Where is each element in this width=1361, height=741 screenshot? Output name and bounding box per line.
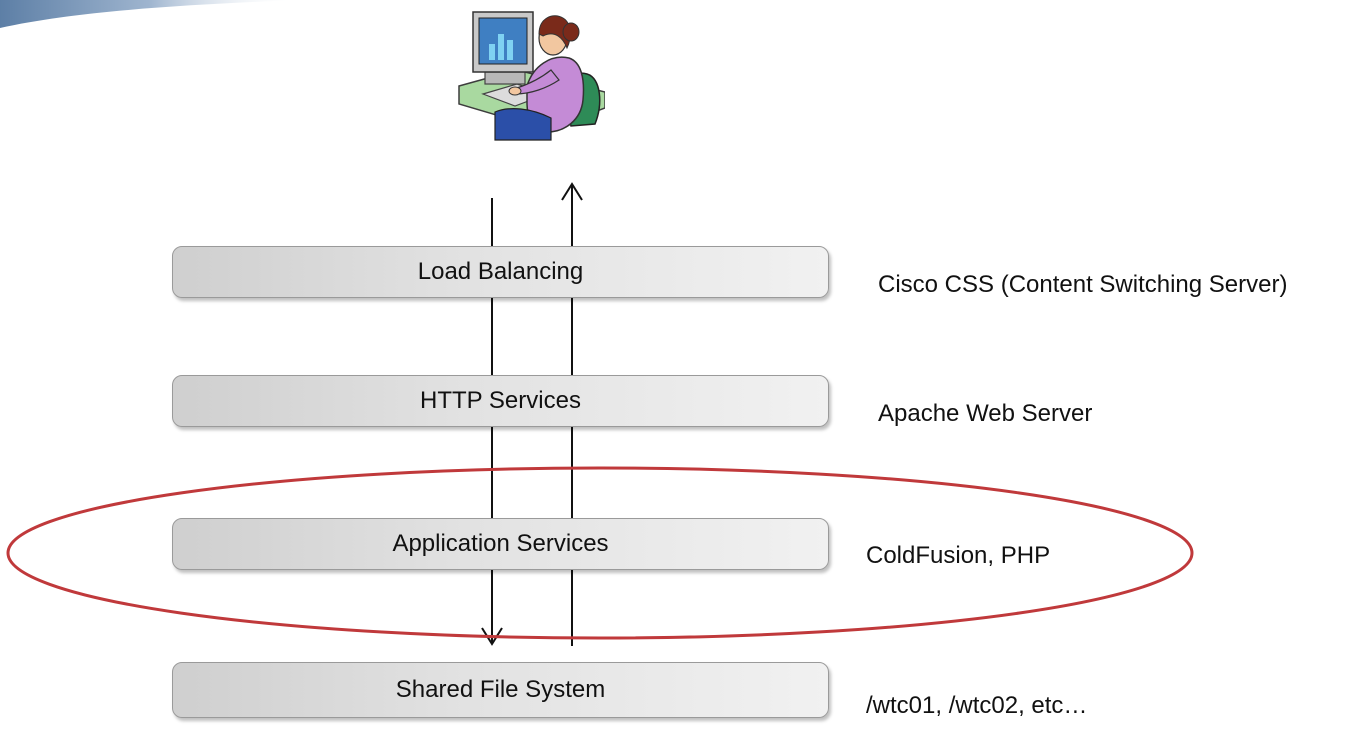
load-balancing-layer: Load Balancing <box>172 246 829 298</box>
arrow-down-icon <box>481 627 503 646</box>
application-services-label: Application Services <box>392 530 609 557</box>
shared-file-system-label: Shared File System <box>395 676 606 703</box>
arrow-up-icon <box>561 182 583 201</box>
shared-file-system-layer: Shared File System <box>172 662 829 718</box>
user-at-computer-icon <box>458 11 605 141</box>
http-services-technology: Apache Web Server <box>878 400 1093 427</box>
application-services-technology: ColdFusion, PHP <box>866 542 1051 569</box>
corner-swoosh-decoration <box>0 0 300 28</box>
load-balancing-technology: Cisco CSS (Content Switching Server) <box>878 271 1288 298</box>
application-services-layer: Application Services <box>172 518 829 570</box>
shared-file-system-technology: /wtc01, /wtc02, etc… <box>866 692 1088 719</box>
http-services-label: HTTP Services <box>420 387 581 414</box>
http-services-layer: HTTP Services <box>172 375 829 427</box>
load-balancing-label: Load Balancing <box>417 258 584 285</box>
